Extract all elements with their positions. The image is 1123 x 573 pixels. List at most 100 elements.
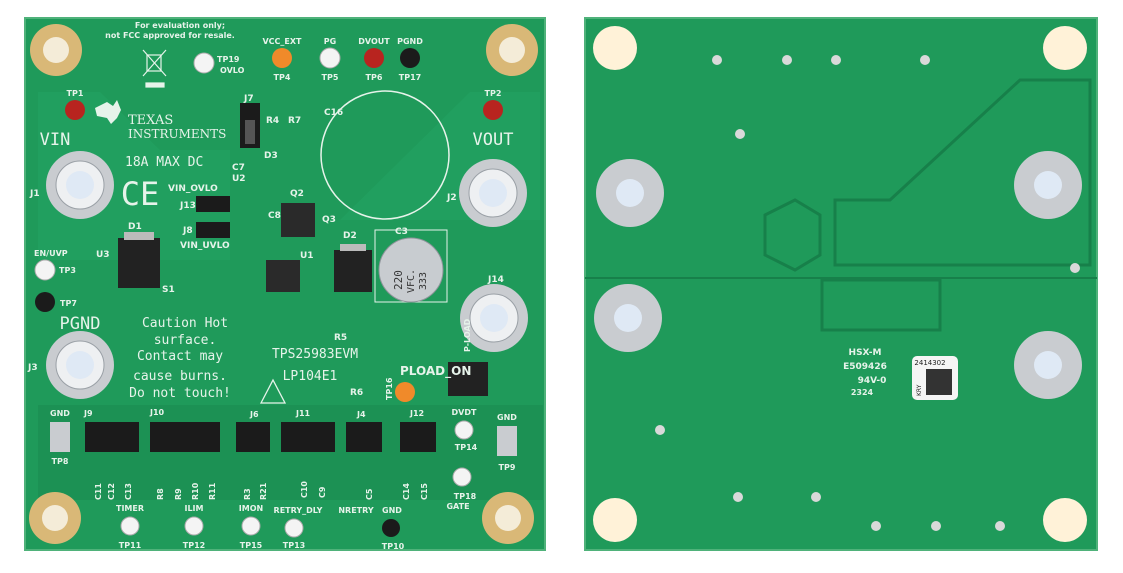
svg-text:GND: GND <box>497 413 517 422</box>
test-point-tp14[interactable] <box>454 420 474 440</box>
mounting-hole <box>593 26 637 70</box>
test-point-tp12[interactable] <box>184 516 204 536</box>
mounting-hole <box>1043 498 1087 542</box>
svg-text:J13: J13 <box>179 201 196 211</box>
svg-text:TP11: TP11 <box>119 541 142 550</box>
svg-text:R21: R21 <box>259 482 268 500</box>
jumper-j13[interactable] <box>196 196 230 212</box>
banana-jack-j3[interactable] <box>46 331 114 399</box>
svg-text:Q3: Q3 <box>322 215 336 225</box>
svg-text:R6: R6 <box>350 388 363 398</box>
vout-label: VOUT <box>473 130 514 150</box>
svg-text:HSX-M: HSX-M <box>849 348 882 358</box>
svg-text:EN/UVP: EN/UVP <box>34 249 68 258</box>
pload-on-label: PLOAD_ON <box>400 364 471 379</box>
svg-text:Contact may: Contact may <box>137 349 223 364</box>
weee-bin-icon <box>142 49 167 88</box>
svg-text:PG: PG <box>324 37 336 46</box>
svg-text:INSTRUMENTS: INSTRUMENTS <box>128 127 226 141</box>
board-top-side: For evaluation only; not FCC approved fo… <box>24 17 546 551</box>
evaluation-notice: For evaluation only; <box>135 21 225 30</box>
svg-text:TP9: TP9 <box>499 463 516 472</box>
test-point-tp7[interactable] <box>35 292 55 312</box>
svg-text:R9: R9 <box>174 488 183 500</box>
svg-text:TP10: TP10 <box>382 542 405 551</box>
via-pads <box>655 55 1080 531</box>
svg-text:TP16: TP16 <box>385 377 394 400</box>
svg-text:J3: J3 <box>27 363 38 373</box>
svg-text:GND: GND <box>50 409 70 418</box>
bottom-row-designators: C11 C12 C13 R8 R9 R10 R11 R3 R21 C10 C9 … <box>94 481 429 500</box>
svg-text:VIN_UVLO: VIN_UVLO <box>180 241 230 251</box>
svg-text:333: 333 <box>418 272 429 290</box>
test-point-tp18[interactable] <box>452 467 472 487</box>
svg-text:TP12: TP12 <box>183 541 205 550</box>
svg-text:VIN_OVLO: VIN_OVLO <box>168 184 218 194</box>
test-point-tp10[interactable] <box>382 519 400 537</box>
svg-text:220: 220 <box>392 270 405 290</box>
svg-text:E509426: E509426 <box>843 362 887 372</box>
caution-warning: Caution Hot surface. Contact may cause b… <box>129 316 231 401</box>
test-point-tp6[interactable] <box>364 48 384 68</box>
test-point-tp17[interactable] <box>400 48 420 68</box>
svg-text:2324: 2324 <box>851 388 874 397</box>
test-point-tp9[interactable] <box>497 426 517 456</box>
jumper-j6[interactable] <box>236 422 270 452</box>
svg-text:J2: J2 <box>446 193 457 203</box>
svg-text:J4: J4 <box>356 410 366 419</box>
jumper-j9[interactable] <box>85 422 139 452</box>
mounting-hole <box>29 492 81 544</box>
jumper-j11[interactable] <box>281 422 335 452</box>
mounting-hole <box>30 24 82 76</box>
svg-text:KRY: KRY <box>916 384 923 396</box>
test-point-tp8[interactable] <box>50 422 70 452</box>
banana-jack-j14[interactable] <box>460 284 528 352</box>
svg-text:TP1: TP1 <box>67 89 84 98</box>
banana-jack-j2[interactable] <box>459 159 527 227</box>
jumper-j12[interactable] <box>400 422 436 452</box>
test-point-tp1[interactable] <box>65 100 85 120</box>
svg-text:GATE: GATE <box>446 502 469 511</box>
svg-text:TP7: TP7 <box>60 299 77 308</box>
jumper-j10[interactable] <box>150 422 220 452</box>
mosfet-q1 <box>448 362 488 396</box>
test-point-tp13[interactable] <box>284 518 304 538</box>
svg-text:J1: J1 <box>29 189 40 199</box>
board-bottom-side: HSX-M E509426 94V-0 2324 2414302 KRY <box>584 17 1098 551</box>
test-point-tp16[interactable] <box>395 382 415 402</box>
test-point-tp3[interactable] <box>34 259 56 281</box>
svg-text:C3: C3 <box>395 227 408 237</box>
test-point-tp2[interactable] <box>483 100 503 120</box>
board-revision: LP104E1 <box>283 369 338 384</box>
banana-jack-nut <box>594 284 662 352</box>
svg-text:D1: D1 <box>128 222 142 232</box>
svg-text:C8: C8 <box>268 211 281 221</box>
svg-text:TP8: TP8 <box>52 457 69 466</box>
part-number: TPS25983EVM <box>272 347 358 362</box>
svg-text:IMON: IMON <box>239 504 263 513</box>
svg-text:D3: D3 <box>264 151 278 161</box>
jumper-j4[interactable] <box>346 422 382 452</box>
ce-mark: CE <box>121 175 160 213</box>
banana-jack-j1[interactable] <box>46 151 114 219</box>
svg-text:J12: J12 <box>409 409 424 418</box>
diode-d1 <box>118 232 160 288</box>
svg-text:OVLO: OVLO <box>220 66 245 75</box>
svg-text:R10: R10 <box>191 482 200 500</box>
svg-text:C7: C7 <box>232 163 245 173</box>
test-point-tp11[interactable] <box>120 516 140 536</box>
svg-text:TP17: TP17 <box>399 73 421 82</box>
test-point-tp5[interactable] <box>319 47 341 69</box>
test-point-tp15[interactable] <box>241 516 261 536</box>
svg-text:TP6: TP6 <box>366 73 383 82</box>
svg-text:U2: U2 <box>232 174 246 184</box>
test-point-tp4[interactable] <box>272 48 292 68</box>
silkscreen-marking: HSX-M E509426 94V-0 2324 <box>843 348 887 397</box>
jumper-j7[interactable] <box>240 103 260 148</box>
svg-text:C15: C15 <box>420 483 429 500</box>
test-point-tp19[interactable] <box>193 52 215 74</box>
svg-text:RETRY_DLY: RETRY_DLY <box>274 506 323 515</box>
mounting-hole <box>482 492 534 544</box>
diode-d2 <box>334 244 372 292</box>
jumper-j8[interactable] <box>196 222 230 238</box>
